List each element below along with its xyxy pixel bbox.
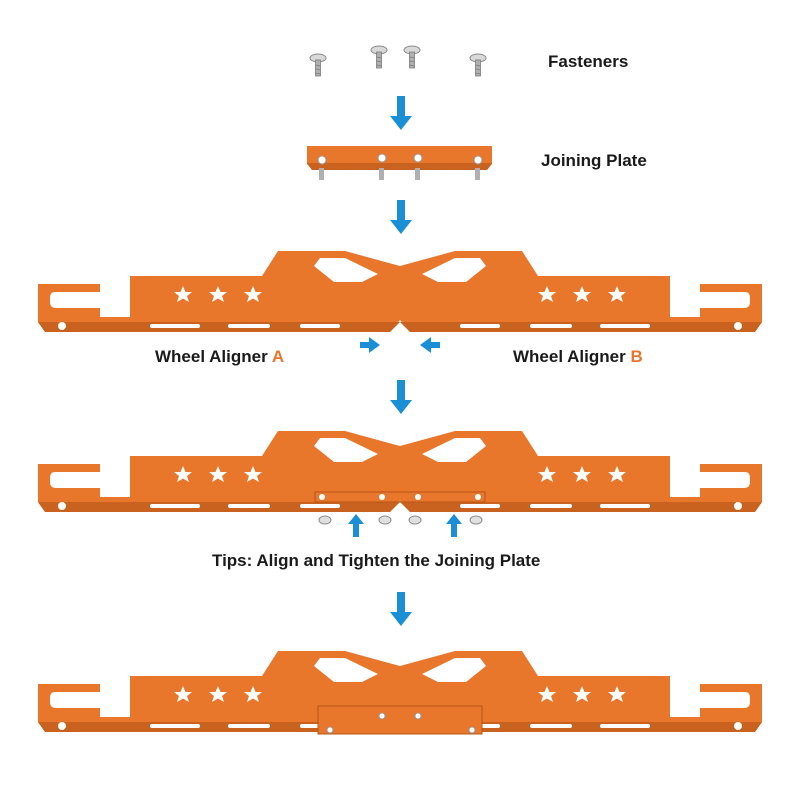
arrow-down-icon [390,96,412,130]
arrow-down-icon [390,200,412,234]
wheel-aligner-b-label: Wheel Aligner B [513,347,643,367]
joining-plate [307,146,492,180]
tips-label: Tips: Align and Tighten the Joining Plat… [212,551,541,570]
arrow-right-icon [360,337,380,353]
wheel-aligner-b [400,251,762,332]
bolt-icon [309,53,327,77]
aligner-b-letter: B [630,347,643,366]
bolt-icon [403,45,421,69]
arrow-left-icon [420,337,440,353]
bolt-icon [370,45,388,69]
wheel-aligner-a-label: Wheel Aligner A [155,347,284,367]
wheel-aligner-a [38,251,400,332]
fasteners-group [309,45,487,77]
aligner-assembled [38,651,762,735]
aligner-b-prefix: Wheel Aligner [513,347,631,366]
fasteners-label: Fasteners [548,52,629,71]
joining-plate-label: Joining Plate [541,151,647,170]
arrow-up-icon [348,514,364,537]
arrow-down-icon [390,380,412,414]
bolt-icon [469,53,487,77]
aligner-joined-fastening [38,431,762,512]
arrow-down-icon [390,592,412,626]
arrow-up-icon [446,514,462,537]
nuts-group [318,515,483,525]
aligner-a-prefix: Wheel Aligner [155,347,272,366]
aligner-a-letter: A [271,347,285,366]
